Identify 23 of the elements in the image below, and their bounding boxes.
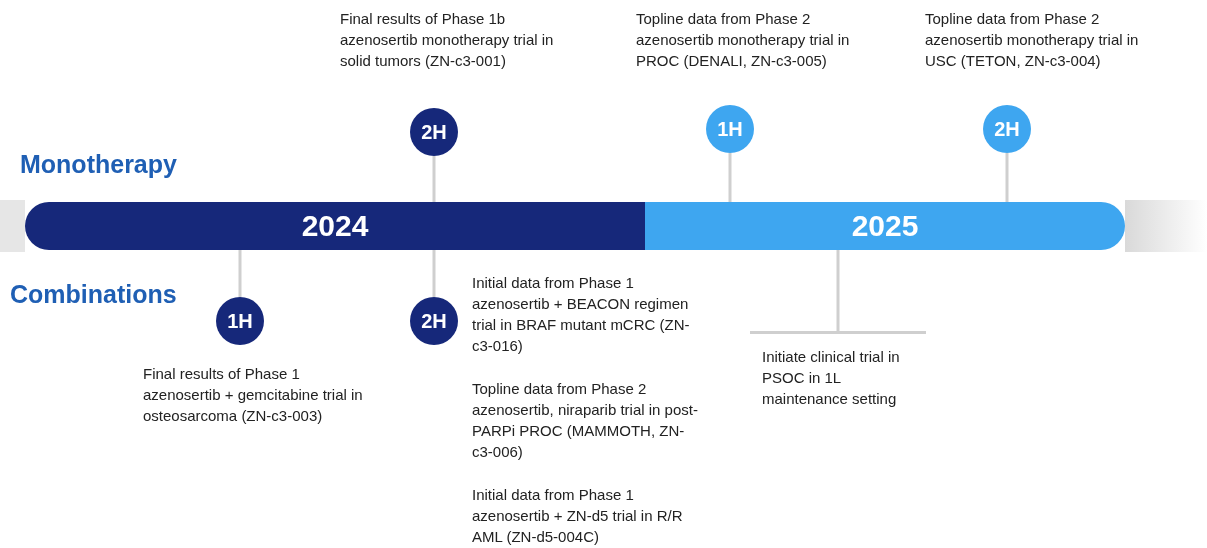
connector-line (728, 153, 732, 202)
milestone-text: Topline data from Phase 2 azenosertib, niraparib trial in post-PARPi PROC (MAMMOTH, ZN-c3-006) (472, 379, 699, 462)
connector-line (238, 250, 242, 297)
row-heading: Monotherapy (20, 150, 177, 179)
timeline-year-bar: 2024 (25, 202, 645, 250)
half-year-badge: 2H (983, 105, 1031, 153)
connector-line (432, 250, 436, 297)
half-year-badge: 2H (410, 297, 458, 345)
connector-line (1005, 153, 1009, 202)
half-year-badge: 2H (410, 108, 458, 156)
milestone-text: Topline data from Phase 2 azenosertib monotherapy trial in USC (TETON, ZN-c3-004) (925, 9, 1140, 71)
milestone-text: Topline data from Phase 2 azenosertib monotherapy trial in PROC (DENALI, ZN-c3-005) (636, 9, 851, 71)
half-year-badge: 1H (216, 297, 264, 345)
timeline-year-bar: 2025 (645, 202, 1125, 250)
half-year-badge: 1H (706, 105, 754, 153)
milestone-text: Final results of Phase 1 azenosertib + gemcitabine trial in osteosarcoma (ZN-c3-003) (143, 364, 364, 426)
milestone-text: Initiate clinical trial in PSOC in 1L maintenance setting (750, 331, 926, 409)
milestone-text: Initial data from Phase 1 azenosertib + BEACON regimen trial in BRAF mutant mCRC (ZN-c3-016) (472, 273, 691, 356)
connector-line (836, 250, 840, 331)
milestone-text: Initial data from Phase 1 azenosertib + ZN-d5 trial in R/R AML (ZN-d5-004C) (472, 485, 684, 547)
milestone-text: Final results of Phase 1b azenosertib monotherapy trial in solid tumors (ZN-c3-001) (340, 9, 555, 71)
connector-line (432, 156, 436, 202)
row-heading: Combinations (10, 280, 177, 309)
